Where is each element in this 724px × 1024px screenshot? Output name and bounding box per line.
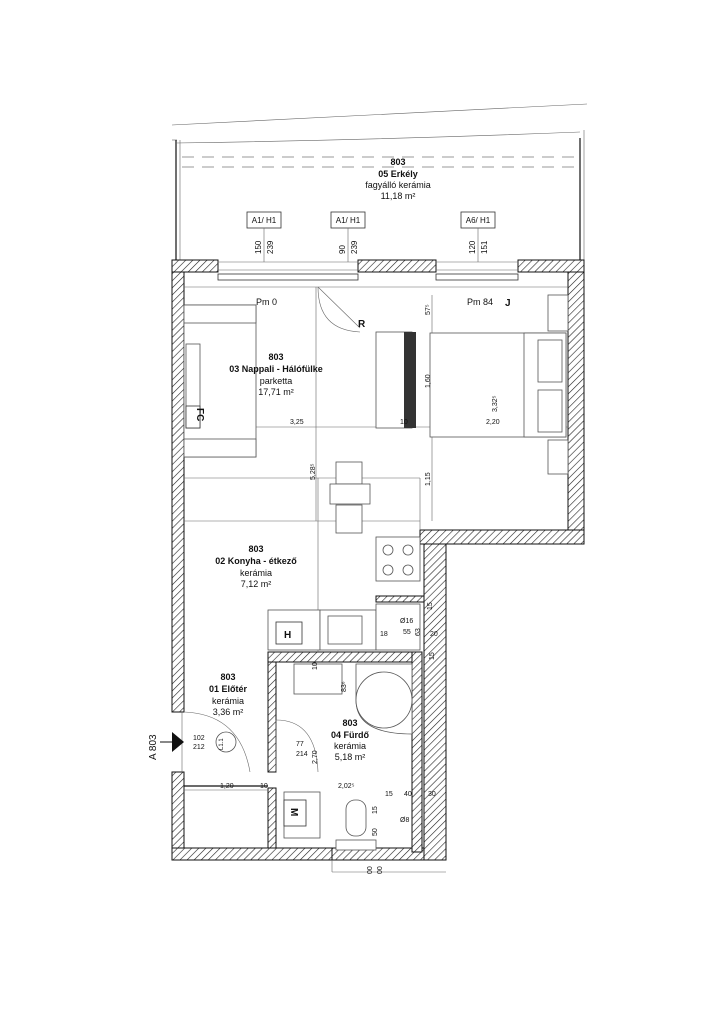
bath-area: 5,18 m² [335, 752, 366, 762]
bed [429, 294, 569, 475]
dim-202: 2,02⁵ [338, 783, 355, 790]
living-number: 803 [268, 352, 283, 362]
dim-160: 1,60 [425, 374, 432, 388]
marker-h: H [284, 630, 291, 641]
dim-d16: Ø16 [400, 618, 413, 625]
hall-floor: kerámia [212, 696, 244, 706]
dim-57: 57⁵ [425, 304, 432, 315]
window-tag-3: A6/ H1 [466, 216, 491, 225]
door-label-l11: L1.1 [219, 738, 225, 750]
sofa [183, 304, 257, 458]
dim-00b: 00 [377, 866, 384, 874]
window-dim-2b: 239 [350, 240, 359, 254]
dim-50: 50 [372, 828, 379, 836]
dim-d8: Ø8 [400, 817, 409, 824]
dim-18: 18 [380, 631, 388, 638]
window-dim-1b: 239 [266, 240, 275, 254]
dim-00a: 00 [367, 866, 374, 874]
tv-unit [375, 331, 416, 429]
dim-325: 3,25 [290, 419, 304, 426]
kitchen-label: 803 02 Konyha - étkező kerámia 7,12 m² [215, 544, 297, 589]
living-area: 17,71 m² [258, 387, 294, 397]
balcony-floor: fagyálló kerámia [365, 180, 431, 190]
dim-120: 1,20 [220, 783, 234, 790]
dining-chairs [329, 461, 371, 534]
kitchen-floor: kerámia [240, 568, 272, 578]
marker-j: J [505, 298, 511, 309]
marker-m: M [288, 808, 299, 816]
kitchen-name: 02 Konyha - étkező [215, 556, 297, 566]
kitchen-number: 803 [248, 544, 263, 554]
hall-area: 3,36 m² [213, 707, 244, 717]
living-floor: parketta [260, 376, 293, 386]
balcony-label: 803 05 Erkély fagyálló kerámia 11,18 m² [365, 157, 431, 201]
kitchen-area: 7,12 m² [241, 579, 272, 589]
section-label: A 803 [148, 734, 159, 760]
dim-220: 2,20 [486, 419, 500, 426]
dim-20: 20 [430, 631, 438, 638]
dim-332: 3,32⁵ [492, 395, 499, 412]
bathroom-fixtures [283, 663, 413, 851]
dim-10a: 10 [400, 419, 408, 426]
window-tags [246, 211, 496, 262]
dim-10b: 10 [260, 783, 268, 790]
hall-number: 803 [220, 672, 235, 682]
dim-10c: 10 [312, 662, 319, 670]
living-label: 803 03 Nappali - Hálófülke parketta 17,7… [229, 352, 323, 397]
hall-name: 01 Előtér [209, 684, 248, 694]
walls [171, 259, 585, 873]
doors [183, 286, 361, 773]
dim-836: 83⁶ [341, 681, 348, 692]
dim-102: 102 [193, 735, 205, 742]
balcony-area: 11,18 m² [381, 191, 416, 201]
level-marker-pm84: Pm 84 [467, 297, 493, 307]
level-marker-pm0: Pm 0 [256, 297, 277, 307]
dim-15d: 15 [429, 652, 436, 660]
window-dim-3a: 120 [468, 240, 477, 254]
window-dim-3b: 151 [480, 240, 489, 254]
bath-name: 04 Fürdő [331, 730, 370, 740]
marker-fc: FC [194, 408, 205, 421]
window-dim-2a: 90 [338, 245, 347, 254]
dim-40: 40 [404, 791, 412, 798]
hall-label: 803 01 Előtér kerámia 3,36 m² [209, 672, 248, 717]
balcony-name: 05 Erkély [378, 169, 418, 179]
dim-15a: 15 [385, 791, 393, 798]
dim-55: 55 [403, 629, 411, 636]
dim-15c: 15 [427, 602, 434, 610]
balcony-number: 803 [390, 157, 405, 167]
dim-528: 5,28⁵ [310, 463, 317, 480]
bath-label: 803 04 Fürdő kerámia 5,18 m² [331, 718, 370, 762]
dim-63: 63 [415, 628, 422, 636]
marker-r: R [358, 319, 366, 330]
section-marker [160, 732, 184, 752]
window-dim-1a: 150 [254, 240, 263, 254]
dim-212: 212 [193, 744, 205, 751]
dim-115: 1,15 [425, 472, 432, 486]
window-tag-2: A1/ H1 [336, 216, 361, 225]
dim-30: 30 [428, 791, 436, 798]
window-tag-1: A1/ H1 [252, 216, 277, 225]
bath-number: 803 [342, 718, 357, 728]
balcony-area [171, 103, 588, 262]
dim-15b: 15 [372, 806, 379, 814]
dim-270: 2,70 [312, 750, 319, 764]
bath-floor: kerámia [334, 741, 366, 751]
living-name: 03 Nappali - Hálófülke [229, 364, 323, 374]
dim-214: 214 [296, 751, 308, 758]
dim-77: 77 [296, 741, 304, 748]
